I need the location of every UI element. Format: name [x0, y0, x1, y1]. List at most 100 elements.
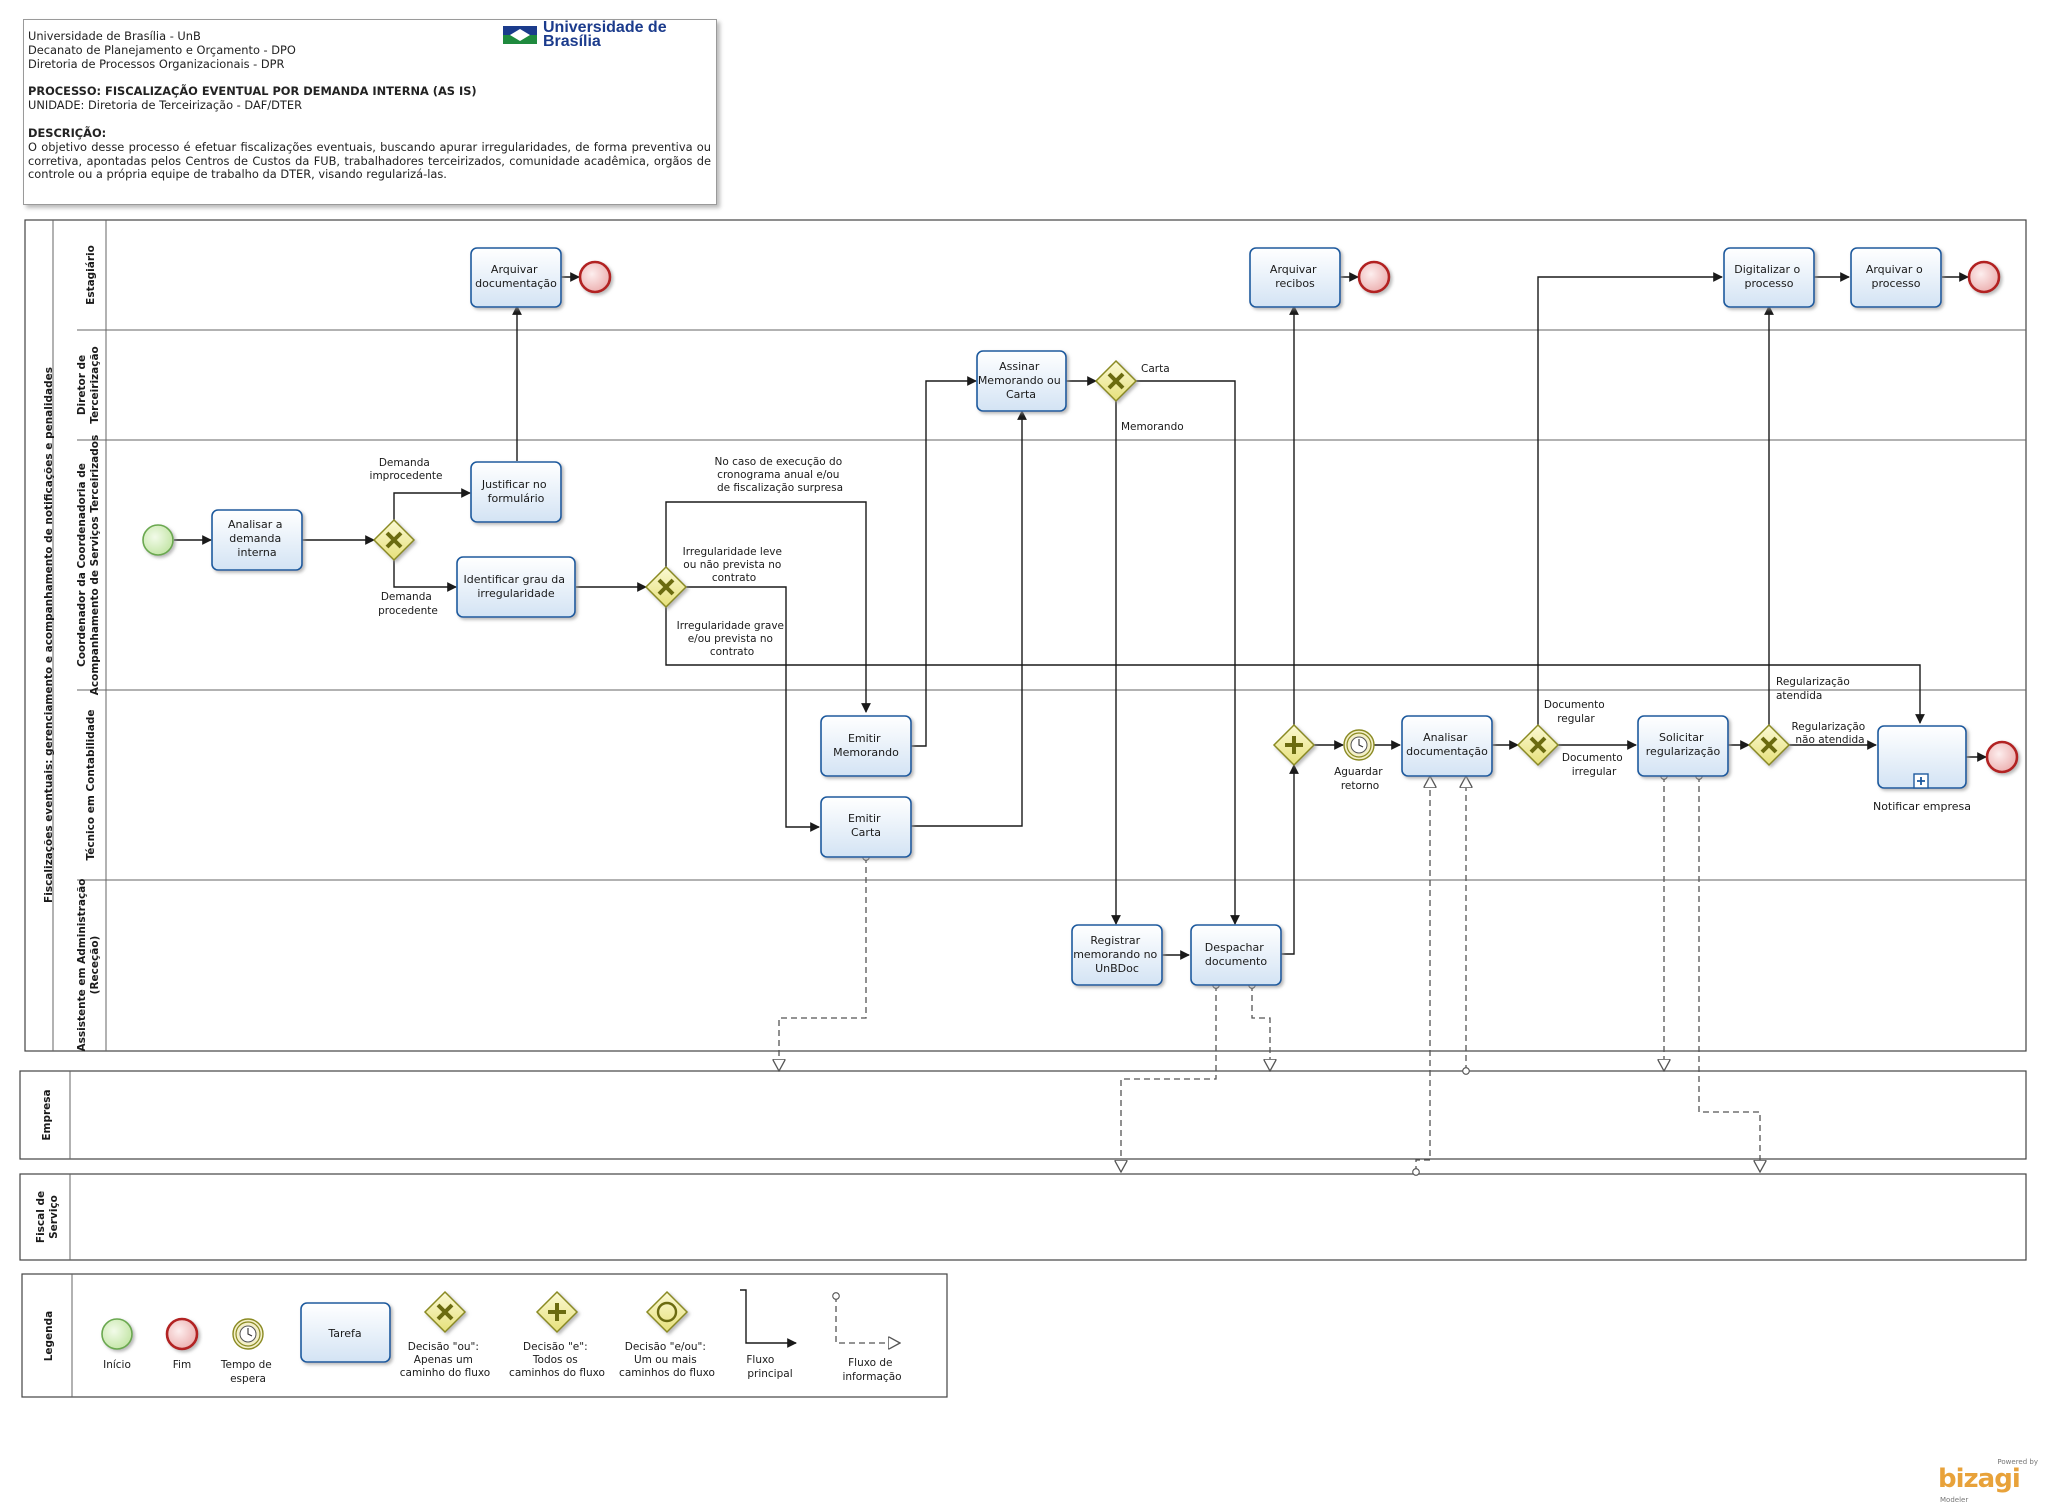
- svg-text:Arquivar documentação: Arquivar documentação: [475, 263, 557, 290]
- information-flows: [779, 776, 1760, 1172]
- label-demanda-improcedente: Demanda improcedente: [370, 457, 443, 482]
- svg-text:Tarefa: Tarefa: [327, 1327, 361, 1340]
- svg-text:Analisar a demanda: Analisar a demanda interna: [228, 518, 286, 559]
- svg-text:Digitalizar o processo: Digitalizar o processo: [1734, 263, 1804, 290]
- unb-logo-mark-icon: [503, 26, 537, 44]
- unb-logo: Universidade de Brasília: [503, 19, 716, 50]
- info-carta-empresa: [779, 857, 866, 1071]
- legend-fim-label: Fim: [173, 1359, 191, 1371]
- svg-text:Justificar no formulár: Justificar no formulário: [481, 478, 550, 505]
- task-identificar-grau[interactable]: Identificar grau da irregularidade: [456, 556, 576, 618]
- legend-xor-icon: [423, 1290, 467, 1334]
- task-digitalizar-processo[interactable]: Digitalizar o processo: [1723, 247, 1815, 308]
- flow-gw1-justificar: [393, 488, 471, 520]
- task-arquivar-recibos[interactable]: Arquivar recibos: [1249, 247, 1341, 308]
- task-arquivar-processo[interactable]: Arquivar o processo: [1850, 247, 1942, 308]
- label-memorando: Memorando: [1121, 421, 1184, 433]
- info-solicitar-fiscal: [1699, 776, 1760, 1172]
- task-emitir-memorando[interactable]: Emitir Memorando: [820, 715, 912, 777]
- task-solicitar-regularizacao[interactable]: Solicitar regularização: [1637, 715, 1729, 777]
- svg-text:Identificar grau da ir: Identificar grau da irregularidade: [463, 573, 568, 600]
- legend-start-icon: [101, 1318, 133, 1350]
- label-regularizacao-atendida: Regularização atendida: [1776, 676, 1853, 702]
- lane-coordenador-title-1: Coordenador da Coordenadoria de: [76, 463, 88, 667]
- gateway-xor-demanda-icon: [372, 518, 416, 562]
- subprocess-notificar-empresa[interactable]: Notificar empresa: [1873, 725, 1971, 813]
- lane-coordenador-title-2: Acompanhamento de Serviços Terceirizados: [89, 435, 101, 695]
- legend-task-icon: Tarefa: [300, 1302, 391, 1363]
- svg-text:Registrar memorando no: Registrar memorando no UnBDoc: [1073, 934, 1161, 975]
- legend-tempo-label: Tempo de espera: [220, 1359, 275, 1385]
- legend-pool: Legenda: [21, 1273, 948, 1398]
- flow-memorando-assinar: [911, 376, 977, 747]
- legend-content: Início Fim Tempo de espera Tarefa Decisã…: [101, 1289, 902, 1385]
- gateway-xor-carta-memorando-icon: [1094, 359, 1138, 403]
- lane-tecnico-title: Técnico em Contabilidade: [85, 709, 97, 860]
- svg-text:Emitir Memorando: Emitir Memorando: [833, 732, 899, 759]
- flow-labels: Carta Memorando Demanda improcedente Dem…: [370, 363, 1866, 792]
- legend-and-icon: [535, 1290, 579, 1334]
- legend-sequence-flow-icon: [740, 1289, 797, 1348]
- subprocess-plus-icon: [1913, 773, 1929, 789]
- label-demanda-procedente: Demanda procedente: [378, 591, 438, 617]
- legend-info-flow-icon: [836, 1296, 900, 1343]
- task-analisar-documentacao[interactable]: Analisar documentação: [1401, 715, 1493, 777]
- legend-decisao-e-label: Decisão "e": Todos os caminhos do fluxo: [509, 1341, 605, 1379]
- label-irregularidade-grave: Irregularidade grave e/ou prevista no co…: [677, 620, 788, 658]
- legend-fluxo-info-label: Fluxo de informação: [842, 1357, 901, 1383]
- label-documento-irregular: Documento irregular: [1562, 752, 1626, 778]
- unb-logo-text: Universidade de Brasília: [543, 19, 667, 50]
- task-analisar-demanda[interactable]: Analisar a demanda interna: [211, 509, 303, 571]
- info-despachar-empresa: [1121, 985, 1216, 1172]
- tasks: Arquivar documentação Arquivar recibos D…: [211, 247, 1971, 986]
- lane-assistente-title-2: (Receção): [89, 936, 101, 995]
- bizagi-logo-text: bizagi: [1938, 1464, 2021, 1494]
- legend-fluxo-principal-label: Fluxo principal: [746, 1354, 792, 1380]
- timer-event-icon: [1343, 729, 1375, 761]
- gateway-xor-documento-icon: [1516, 723, 1560, 767]
- end-event-3: [1967, 260, 2001, 294]
- svg-text:Assinar Memorando ou: Assinar Memorando ou Carta: [978, 360, 1064, 401]
- powered-by-text: Powered by: [1997, 1458, 2038, 1466]
- fiscal-pool-title-2: Serviço: [48, 1195, 60, 1239]
- process-unit: UNIDADE: Diretoria de Terceirização - DA…: [28, 98, 302, 113]
- task-assinar-memorando-carta[interactable]: Assinar Memorando ou Carta: [976, 350, 1067, 412]
- end-event-4: [1985, 740, 2019, 774]
- svg-text:Analisar documentação: Analisar documentação: [1406, 731, 1488, 758]
- svg-text:Arquivar o processo: Arquivar o processo: [1866, 263, 1926, 290]
- task-emitir-carta[interactable]: Emitir Carta: [820, 796, 912, 858]
- process-title: PROCESSO: FISCALIZAÇÃO EVENTUAL POR DEMA…: [28, 84, 477, 99]
- flow-despachar-gw4: [1281, 764, 1299, 955]
- svg-text:Arquivar recibos: Arquivar recibos: [1270, 263, 1320, 290]
- svg-text:Notificar empresa: Notificar empresa: [1873, 800, 1971, 813]
- events: [142, 260, 2019, 774]
- flow-gw2-emitir-memorando: [665, 501, 871, 713]
- empresa-pool-title: Empresa: [41, 1089, 53, 1140]
- legend-inicio-label: Início: [103, 1359, 131, 1371]
- label-no-caso-execucao: No caso de execução do cronograma anual …: [715, 456, 846, 494]
- org-line-2: Decanato de Planejamento e Orçamento - D…: [28, 42, 296, 57]
- legend-decisao-ou-label: Decisão "ou": Apenas um caminho do fluxo: [400, 1341, 490, 1379]
- sequence-flows: [174, 272, 1987, 960]
- legend-timer-icon: [232, 1318, 264, 1350]
- main-pool-title: Fiscalizações eventuais: gerenciamento e…: [43, 367, 55, 903]
- svg-text:Emitir Carta: Emitir Carta: [848, 812, 884, 839]
- empresa-pool: Empresa: [19, 1070, 2027, 1160]
- task-justificar-formulario[interactable]: Justificar no formulário: [470, 461, 562, 523]
- label-documento-regular: Documento regular: [1544, 699, 1608, 725]
- legend-decisao-eou-label: Decisão "e/ou": Um ou mais caminhos do f…: [619, 1341, 715, 1379]
- info-despachar-lane: [1252, 985, 1270, 1071]
- task-arquivar-documentacao[interactable]: Arquivar documentação: [470, 247, 562, 308]
- lane-diretor-title-1: Diretor de: [76, 355, 88, 415]
- gateways: [372, 359, 1791, 767]
- label-irregularidade-leve: Irregularidade leve ou não prevista no c…: [683, 546, 786, 584]
- info-fiscal-analisar: [1416, 776, 1430, 1172]
- flow-gw2-notificar: [665, 607, 1925, 724]
- task-registrar-memorando[interactable]: Registrar memorando no UnBDoc: [1071, 924, 1163, 986]
- flow-gw3-despachar: [1136, 380, 1240, 925]
- lane-assistente-title-1: Assistente em Administração: [76, 879, 88, 1052]
- task-despachar-documento[interactable]: Despachar documento: [1190, 924, 1282, 986]
- lane-estagiario-title: Estagiário: [85, 245, 97, 305]
- label-aguardar-retorno: Aguardar retorno: [1334, 766, 1386, 792]
